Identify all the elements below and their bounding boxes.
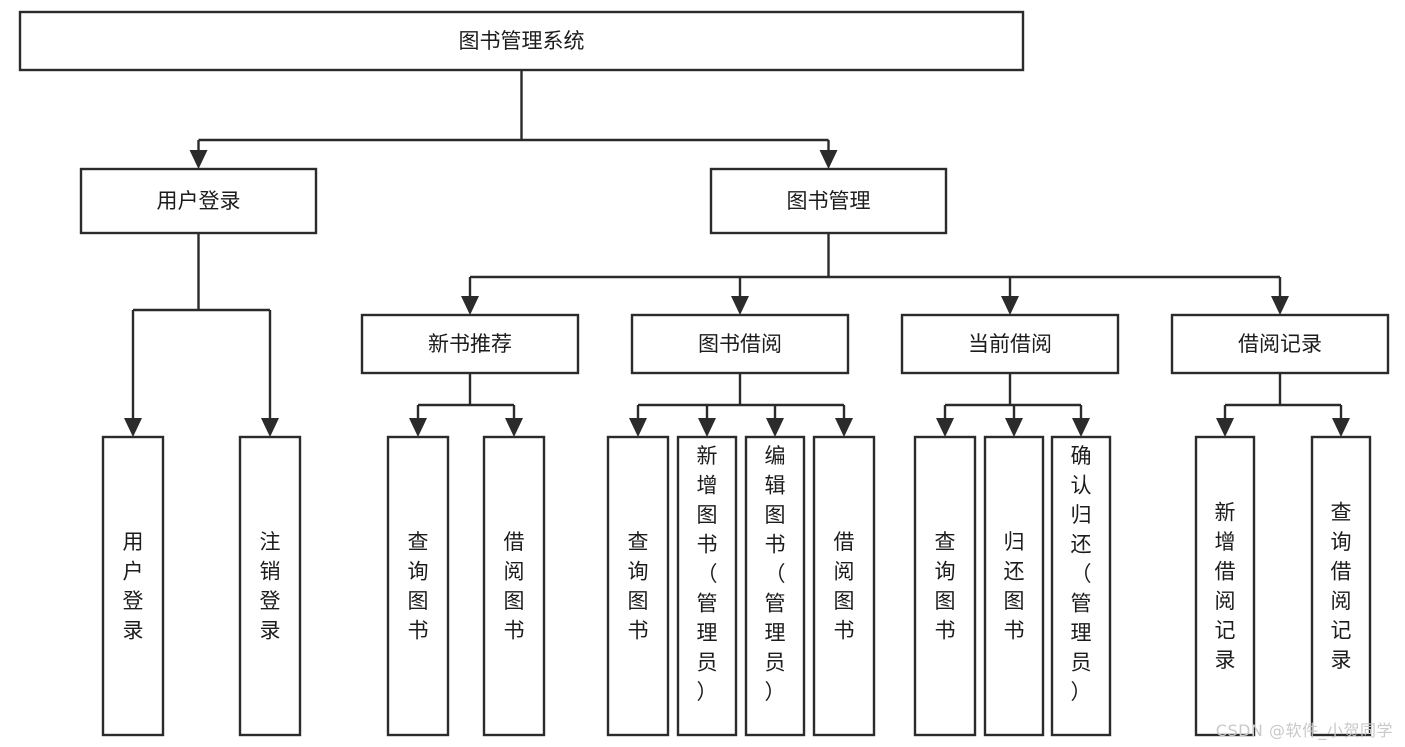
node-label-user-login-login: 用户登录 bbox=[123, 530, 144, 643]
node-box-user-login-login bbox=[101, 435, 165, 737]
node-book-borrow[interactable]: 图书借阅 bbox=[630, 313, 850, 375]
node-box-root bbox=[18, 10, 1025, 72]
arrow-head bbox=[819, 150, 838, 169]
node-borrow-edit-book[interactable]: 编辑图书（管理员） bbox=[744, 435, 806, 737]
node-box-current-borrow bbox=[900, 313, 1120, 375]
node-label-user-logout: 注销登录 bbox=[260, 530, 281, 643]
node-recommend-query-book[interactable]: 查询图书 bbox=[386, 435, 450, 737]
node-box-borrow-add-book bbox=[676, 435, 738, 737]
node-box-current-query-book bbox=[913, 435, 977, 737]
node-label-borrow-edit-book: 编辑图书（管理员） bbox=[765, 444, 786, 704]
arrow-head bbox=[1332, 418, 1350, 437]
node-box-user-logout bbox=[238, 435, 302, 737]
node-root[interactable]: 图书管理系统 bbox=[18, 10, 1025, 72]
node-user-logout[interactable]: 注销登录 bbox=[238, 435, 302, 737]
node-box-borrow-edit-book bbox=[744, 435, 806, 737]
node-box-user-login bbox=[79, 167, 318, 235]
node-label-recommend-query-book: 查询图书 bbox=[408, 530, 429, 643]
node-current-borrow[interactable]: 当前借阅 bbox=[900, 313, 1120, 375]
node-label-current-confirm-return: 确认归还（管理员） bbox=[1071, 444, 1092, 704]
node-label-record-add: 新增借阅记录 bbox=[1215, 501, 1236, 673]
node-borrow-borrow-book[interactable]: 借阅图书 bbox=[812, 435, 876, 737]
node-user-login-login[interactable]: 用户登录 bbox=[101, 435, 165, 737]
arrow-head bbox=[731, 296, 749, 315]
node-book-management[interactable]: 图书管理 bbox=[709, 167, 948, 235]
arrow-head bbox=[698, 418, 716, 437]
node-label-root: 图书管理系统 bbox=[459, 29, 585, 53]
node-label-current-return-book: 归还图书 bbox=[1004, 530, 1025, 643]
node-recommend-borrow-book[interactable]: 借阅图书 bbox=[482, 435, 546, 737]
arrow-head bbox=[629, 418, 647, 437]
node-borrow-add-book[interactable]: 新增图书（管理员） bbox=[676, 435, 738, 737]
arrow-head bbox=[1072, 418, 1090, 437]
node-box-book-borrow bbox=[630, 313, 850, 375]
node-layer: 图书管理系统用户登录图书管理用户登录注销登录新书推荐查询图书借阅图书图书借阅查询… bbox=[18, 10, 1390, 737]
arrow-head bbox=[461, 296, 479, 315]
node-label-current-borrow: 当前借阅 bbox=[968, 332, 1052, 356]
node-borrow-record[interactable]: 借阅记录 bbox=[1170, 313, 1390, 375]
node-borrow-query-book[interactable]: 查询图书 bbox=[606, 435, 670, 737]
node-current-return-book[interactable]: 归还图书 bbox=[983, 435, 1045, 737]
node-box-book-management bbox=[709, 167, 948, 235]
arrow-head bbox=[1271, 296, 1289, 315]
node-box-new-book-recommend bbox=[360, 313, 580, 375]
node-label-record-query: 查询借阅记录 bbox=[1331, 501, 1352, 673]
arrow-head bbox=[936, 418, 954, 437]
arrow-head bbox=[835, 418, 853, 437]
node-label-book-borrow: 图书借阅 bbox=[698, 332, 782, 356]
node-box-recommend-query-book bbox=[386, 435, 450, 737]
node-label-recommend-borrow-book: 借阅图书 bbox=[504, 530, 525, 643]
node-label-book-management: 图书管理 bbox=[787, 189, 871, 213]
node-record-add[interactable]: 新增借阅记录 bbox=[1194, 435, 1256, 737]
node-label-borrow-borrow-book: 借阅图书 bbox=[834, 530, 855, 643]
node-label-borrow-add-book: 新增图书（管理员） bbox=[697, 444, 718, 704]
connector-layer bbox=[124, 70, 1350, 437]
node-current-query-book[interactable]: 查询图书 bbox=[913, 435, 977, 737]
node-label-current-query-book: 查询图书 bbox=[935, 530, 956, 643]
node-label-user-login: 用户登录 bbox=[157, 189, 241, 213]
node-record-query[interactable]: 查询借阅记录 bbox=[1310, 435, 1372, 737]
arrow-head bbox=[124, 418, 142, 437]
arrow-head bbox=[505, 418, 523, 437]
node-label-borrow-query-book: 查询图书 bbox=[628, 530, 649, 643]
node-box-record-add bbox=[1194, 435, 1256, 737]
node-current-confirm-return[interactable]: 确认归还（管理员） bbox=[1050, 435, 1112, 737]
arrow-head bbox=[1216, 418, 1234, 437]
node-label-new-book-recommend: 新书推荐 bbox=[428, 332, 512, 356]
node-box-borrow-record bbox=[1170, 313, 1390, 375]
node-new-book-recommend[interactable]: 新书推荐 bbox=[360, 313, 580, 375]
csdn-watermark: CSDN @软件_小贺同学 bbox=[1215, 721, 1393, 740]
node-box-borrow-query-book bbox=[606, 435, 670, 737]
node-box-current-confirm-return bbox=[1050, 435, 1112, 737]
arrow-head bbox=[189, 150, 208, 169]
arrow-head bbox=[409, 418, 427, 437]
node-label-borrow-record: 借阅记录 bbox=[1238, 332, 1322, 356]
arrow-head bbox=[261, 418, 279, 437]
node-user-login[interactable]: 用户登录 bbox=[79, 167, 318, 235]
node-box-recommend-borrow-book bbox=[482, 435, 546, 737]
node-box-current-return-book bbox=[983, 435, 1045, 737]
arrow-head bbox=[766, 418, 784, 437]
arrow-head bbox=[1005, 418, 1023, 437]
node-box-record-query bbox=[1310, 435, 1372, 737]
arrow-head bbox=[1001, 296, 1019, 315]
node-box-borrow-borrow-book bbox=[812, 435, 876, 737]
